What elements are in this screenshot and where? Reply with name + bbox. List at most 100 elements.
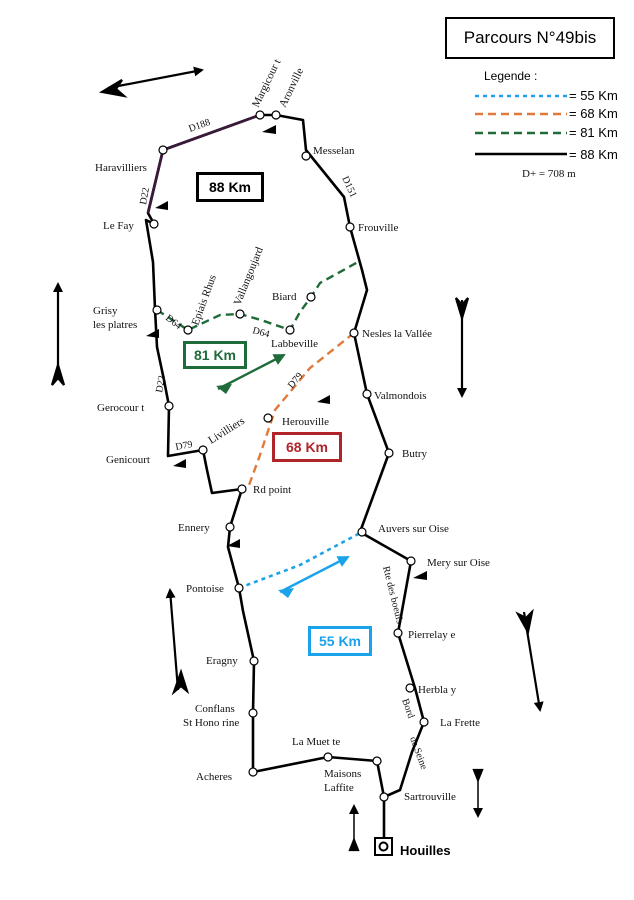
climb-triangle	[173, 459, 186, 468]
road-rte-des-boeufs: Rte des boeufs	[380, 565, 405, 625]
climb-triangle	[262, 125, 276, 134]
waypoint-labbeville	[285, 325, 295, 335]
place-rd-point: Rd point	[253, 484, 291, 496]
place-sartrouville: Sartrouville	[404, 791, 456, 803]
legend-label-55: = 55 Km	[569, 88, 618, 103]
arrow-fletching	[171, 668, 190, 696]
direction-arrow-top	[107, 66, 204, 90]
place-nesles: Nesles la Vallée	[362, 328, 432, 340]
place-livilliers: Livilliers	[206, 415, 247, 447]
legend-label-88: = 88 Km	[569, 147, 618, 162]
waypoint-herouville	[263, 413, 273, 423]
place-valmondois: Valmondois	[374, 390, 427, 402]
map-title: Parcours N°49bis	[445, 17, 615, 59]
route-55km-arrow	[279, 555, 350, 594]
place-acheres: Acheres	[196, 771, 232, 783]
waypoint-la-frette	[419, 717, 429, 727]
waypoint-epiais	[183, 325, 193, 335]
road-d188: D188	[187, 117, 212, 135]
place-epiais-rhus: Epiais Rhus	[190, 273, 219, 327]
place-pontoise: Pontoise	[186, 583, 224, 595]
waypoint-frouville	[345, 222, 355, 232]
place-grisy: Grisy	[93, 305, 118, 317]
waypoint-le-fay	[149, 219, 159, 229]
start-marker	[374, 837, 393, 856]
arrow-fletching	[472, 768, 484, 783]
place-vallangoujard: Vallangoujard	[232, 245, 266, 307]
direction-arrows	[50, 66, 544, 852]
place-haravilliers: Haravilliers	[95, 162, 147, 174]
place-auvers: Auvers sur Oise	[378, 523, 449, 535]
place-butry: Butry	[402, 448, 428, 460]
climb-triangle	[155, 201, 168, 210]
waypoint-gerocourt	[164, 401, 174, 411]
legend-lines	[475, 94, 567, 156]
road-d79-left: D79	[175, 439, 194, 453]
climb-triangle	[227, 539, 240, 548]
place-herouville: Herouville	[282, 416, 329, 428]
place-labbeville: Labbeville	[271, 338, 318, 350]
place-gerocourt: Gerocour t	[97, 402, 144, 414]
waypoint-margicourt	[255, 110, 265, 120]
place-la-muette: La Muet te	[292, 736, 340, 748]
legend-heading: Legende :	[484, 69, 537, 83]
legend-label-68: = 68 Km	[569, 106, 618, 121]
waypoint-livilliers	[198, 445, 208, 455]
waypoint-aronville	[271, 110, 281, 120]
route-81km-arrow	[217, 353, 286, 391]
arrow-fletching	[216, 384, 232, 394]
waypoint-haravilliers	[158, 145, 168, 155]
waypoint-conflans	[248, 708, 258, 718]
direction-arrow-lower-left	[165, 588, 180, 691]
waypoint-biard	[306, 292, 316, 302]
arrow-fletching	[515, 608, 534, 636]
road-d22-lower: D22	[154, 375, 168, 394]
place-ennery: Ennery	[178, 522, 210, 534]
waypoint-ennery	[225, 522, 235, 532]
route-81km-line	[156, 260, 359, 332]
place-genicourt: Genicourt	[106, 454, 150, 466]
place-pierrelaye: Pierrelay e	[408, 629, 455, 641]
waypoints	[149, 110, 429, 802]
place-conflans-st-honorine: St Hono rine	[183, 717, 239, 729]
waypoint-herblay	[405, 683, 415, 693]
climb-triangle	[146, 329, 159, 338]
arrow-fletching	[50, 361, 66, 386]
legend-label-81: = 81 Km	[569, 125, 618, 140]
waypoint-nesles	[349, 328, 359, 338]
climb-markers	[146, 125, 427, 580]
place-maisons: Maisons	[324, 768, 361, 780]
place-biard: Biard	[272, 291, 297, 303]
place-le-fay: Le Fay	[103, 220, 134, 232]
elevation-gain: D+ = 708 m	[522, 168, 576, 180]
waypoint-acheres	[248, 767, 258, 777]
place-maisons-laffite: Laffite	[324, 782, 354, 794]
waypoint-vallangoujard	[235, 309, 245, 319]
arrow-fletching	[98, 79, 128, 98]
climb-triangle	[317, 395, 330, 404]
route-81km-badge: 81 Km	[183, 341, 247, 369]
place-eragny: Eragny	[206, 655, 238, 667]
waypoint-grisy	[152, 305, 162, 315]
waypoint-sartrouville	[379, 792, 389, 802]
place-la-frette: La Frette	[440, 717, 480, 729]
place-conflans: Conflans	[195, 703, 235, 715]
waypoint-pontoise	[234, 583, 244, 593]
place-frouville: Frouville	[358, 222, 398, 234]
place-herblay: Herbla y	[418, 684, 457, 696]
waypoint-rd-point	[237, 484, 247, 494]
route-88km-badge: 88 Km	[196, 172, 264, 202]
waypoint-butry	[384, 448, 394, 458]
route-68km-badge: 68 Km	[272, 432, 342, 462]
road-d79-right: D79	[286, 371, 306, 391]
place-houilles: Houilles	[400, 843, 451, 858]
road-bord: Bord	[399, 697, 416, 720]
arrow-fletching	[348, 837, 360, 852]
place-messelan: Messelan	[313, 145, 355, 157]
arrow-fletching	[454, 297, 470, 322]
place-mery: Mery sur Oise	[427, 557, 490, 569]
road-d64-right: D64	[251, 325, 270, 340]
waypoint-auvers	[357, 527, 367, 537]
